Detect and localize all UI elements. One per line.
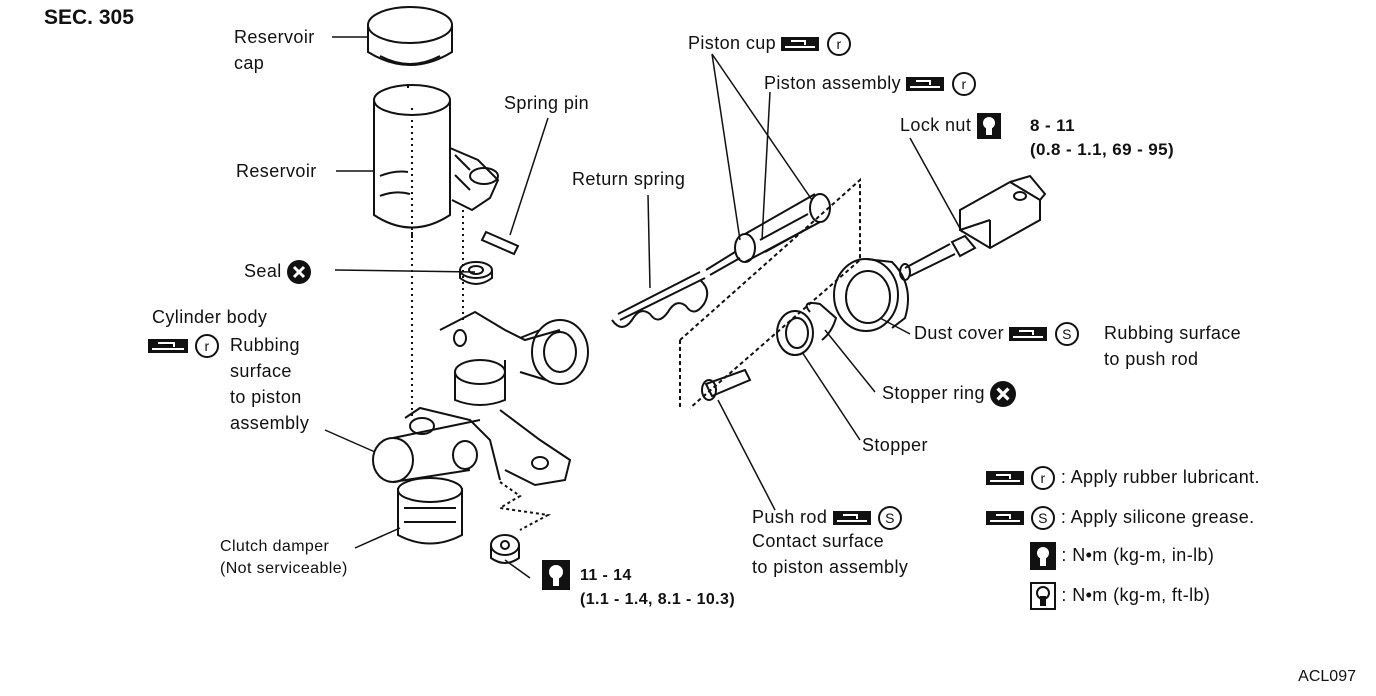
torque-wrench-outline-icon — [1030, 582, 1056, 611]
clutch-damper-label: Clutch damper (Not serviceable) — [220, 538, 348, 577]
damper-torque-spec: 11 - 14 (1.1 - 1.4, 8.1 - 10.3) — [580, 567, 736, 608]
stopper-label: Stopper — [862, 435, 928, 455]
dust-cover-label: Dust cover S — [914, 320, 1079, 347]
cylinder-body-part — [372, 310, 589, 487]
stopper-part — [776, 310, 814, 356]
legend-text: : N•m (kg-m, ft-lb) — [1061, 585, 1211, 605]
legend-text: : Apply rubber lubricant. — [1060, 467, 1260, 487]
silicone-s-icon: S — [878, 506, 903, 531]
cylinder-body-note: Rubbing surface to piston assembly — [230, 335, 310, 433]
clutch-damper-part — [397, 477, 463, 545]
replace-x-icon — [990, 381, 1017, 408]
seal-part — [459, 261, 493, 285]
torque-wrench-filled-icon — [1030, 542, 1056, 571]
reservoir-cap-label: Reservoir cap — [234, 27, 315, 73]
svg-text:r: r — [961, 76, 966, 92]
rubber-r-icon: r — [1031, 466, 1056, 491]
grease-gun-icon — [986, 471, 1024, 486]
spring-pin-part — [480, 230, 520, 256]
return-spring-label: Return spring — [572, 169, 686, 189]
leader-lines — [324, 36, 963, 579]
spring-pin-label: Spring pin — [504, 93, 590, 113]
legend-text: : Apply silicone grease. — [1060, 507, 1255, 527]
grease-gun-icon — [906, 77, 945, 92]
bolt-part — [490, 534, 520, 564]
legend-row-rubber: r : Apply rubber lubricant. — [986, 464, 1260, 491]
reservoir-cap-part — [367, 6, 453, 66]
dust-cover-part — [833, 258, 909, 332]
torque-wrench-icon — [542, 560, 570, 590]
grease-gun-icon — [781, 37, 820, 52]
silicone-s-icon: S — [1031, 506, 1056, 531]
legend-text: : N•m (kg-m, in-lb) — [1061, 545, 1215, 565]
lock-nut-label: Lock nut — [900, 112, 1001, 140]
cylinder-body-label: Cylinder body — [152, 307, 268, 327]
rubber-r-icon: r — [951, 72, 976, 97]
grease-gun-icon — [148, 339, 188, 354]
grease-gun-icon — [1009, 327, 1048, 342]
svg-text:r: r — [836, 36, 841, 52]
svg-text:S: S — [1062, 326, 1072, 342]
push-rod-label: Push rod S — [752, 504, 903, 531]
push-rod-note: Contact surface to piston assembly — [752, 531, 909, 577]
torque-wrench-icon-1 — [542, 560, 570, 590]
svg-text:S: S — [1039, 510, 1049, 526]
legend-row-torque-in-lb: : N•m (kg-m, in-lb) — [1030, 542, 1215, 571]
svg-text:r: r — [1041, 470, 1046, 486]
legend-row-torque-ft-lb: : N•m (kg-m, ft-lb) — [1030, 582, 1211, 611]
figure-code: ACL097 — [1298, 668, 1356, 685]
section-number: SEC. 305 — [44, 6, 134, 29]
reservoir-label: Reservoir — [236, 161, 317, 181]
piston-assembly-part — [705, 193, 831, 276]
grease-gun-icon — [832, 511, 871, 526]
torque-wrench-icon — [976, 113, 1001, 140]
legend-row-silicone: S : Apply silicone grease. — [986, 504, 1255, 531]
push-rod-part — [701, 368, 752, 401]
grease-gun-icon — [986, 511, 1024, 526]
rubber-r-icon: r — [826, 32, 851, 57]
clevis-part — [899, 174, 1047, 281]
seal-label: Seal — [244, 258, 312, 285]
dust-cover-note: Rubbing surface to push rod — [1104, 323, 1242, 369]
replace-x-icon — [287, 260, 312, 285]
cylinder-body-symbols: r — [148, 332, 220, 359]
piston-cup-label: Piston cup r — [688, 30, 851, 57]
rubber-r-icon: r — [195, 334, 220, 359]
svg-text:r: r — [205, 338, 210, 354]
piston-assembly-label: Piston assembly r — [764, 70, 976, 97]
svg-text:S: S — [885, 510, 895, 526]
silicone-s-icon: S — [1054, 322, 1079, 347]
reservoir-part — [373, 84, 500, 238]
stopper-ring-label: Stopper ring — [882, 380, 1017, 408]
lock-nut-torque-spec: 8 - 11 (0.8 - 1.1, 69 - 95) — [1030, 116, 1175, 159]
return-spring-part — [611, 271, 709, 328]
